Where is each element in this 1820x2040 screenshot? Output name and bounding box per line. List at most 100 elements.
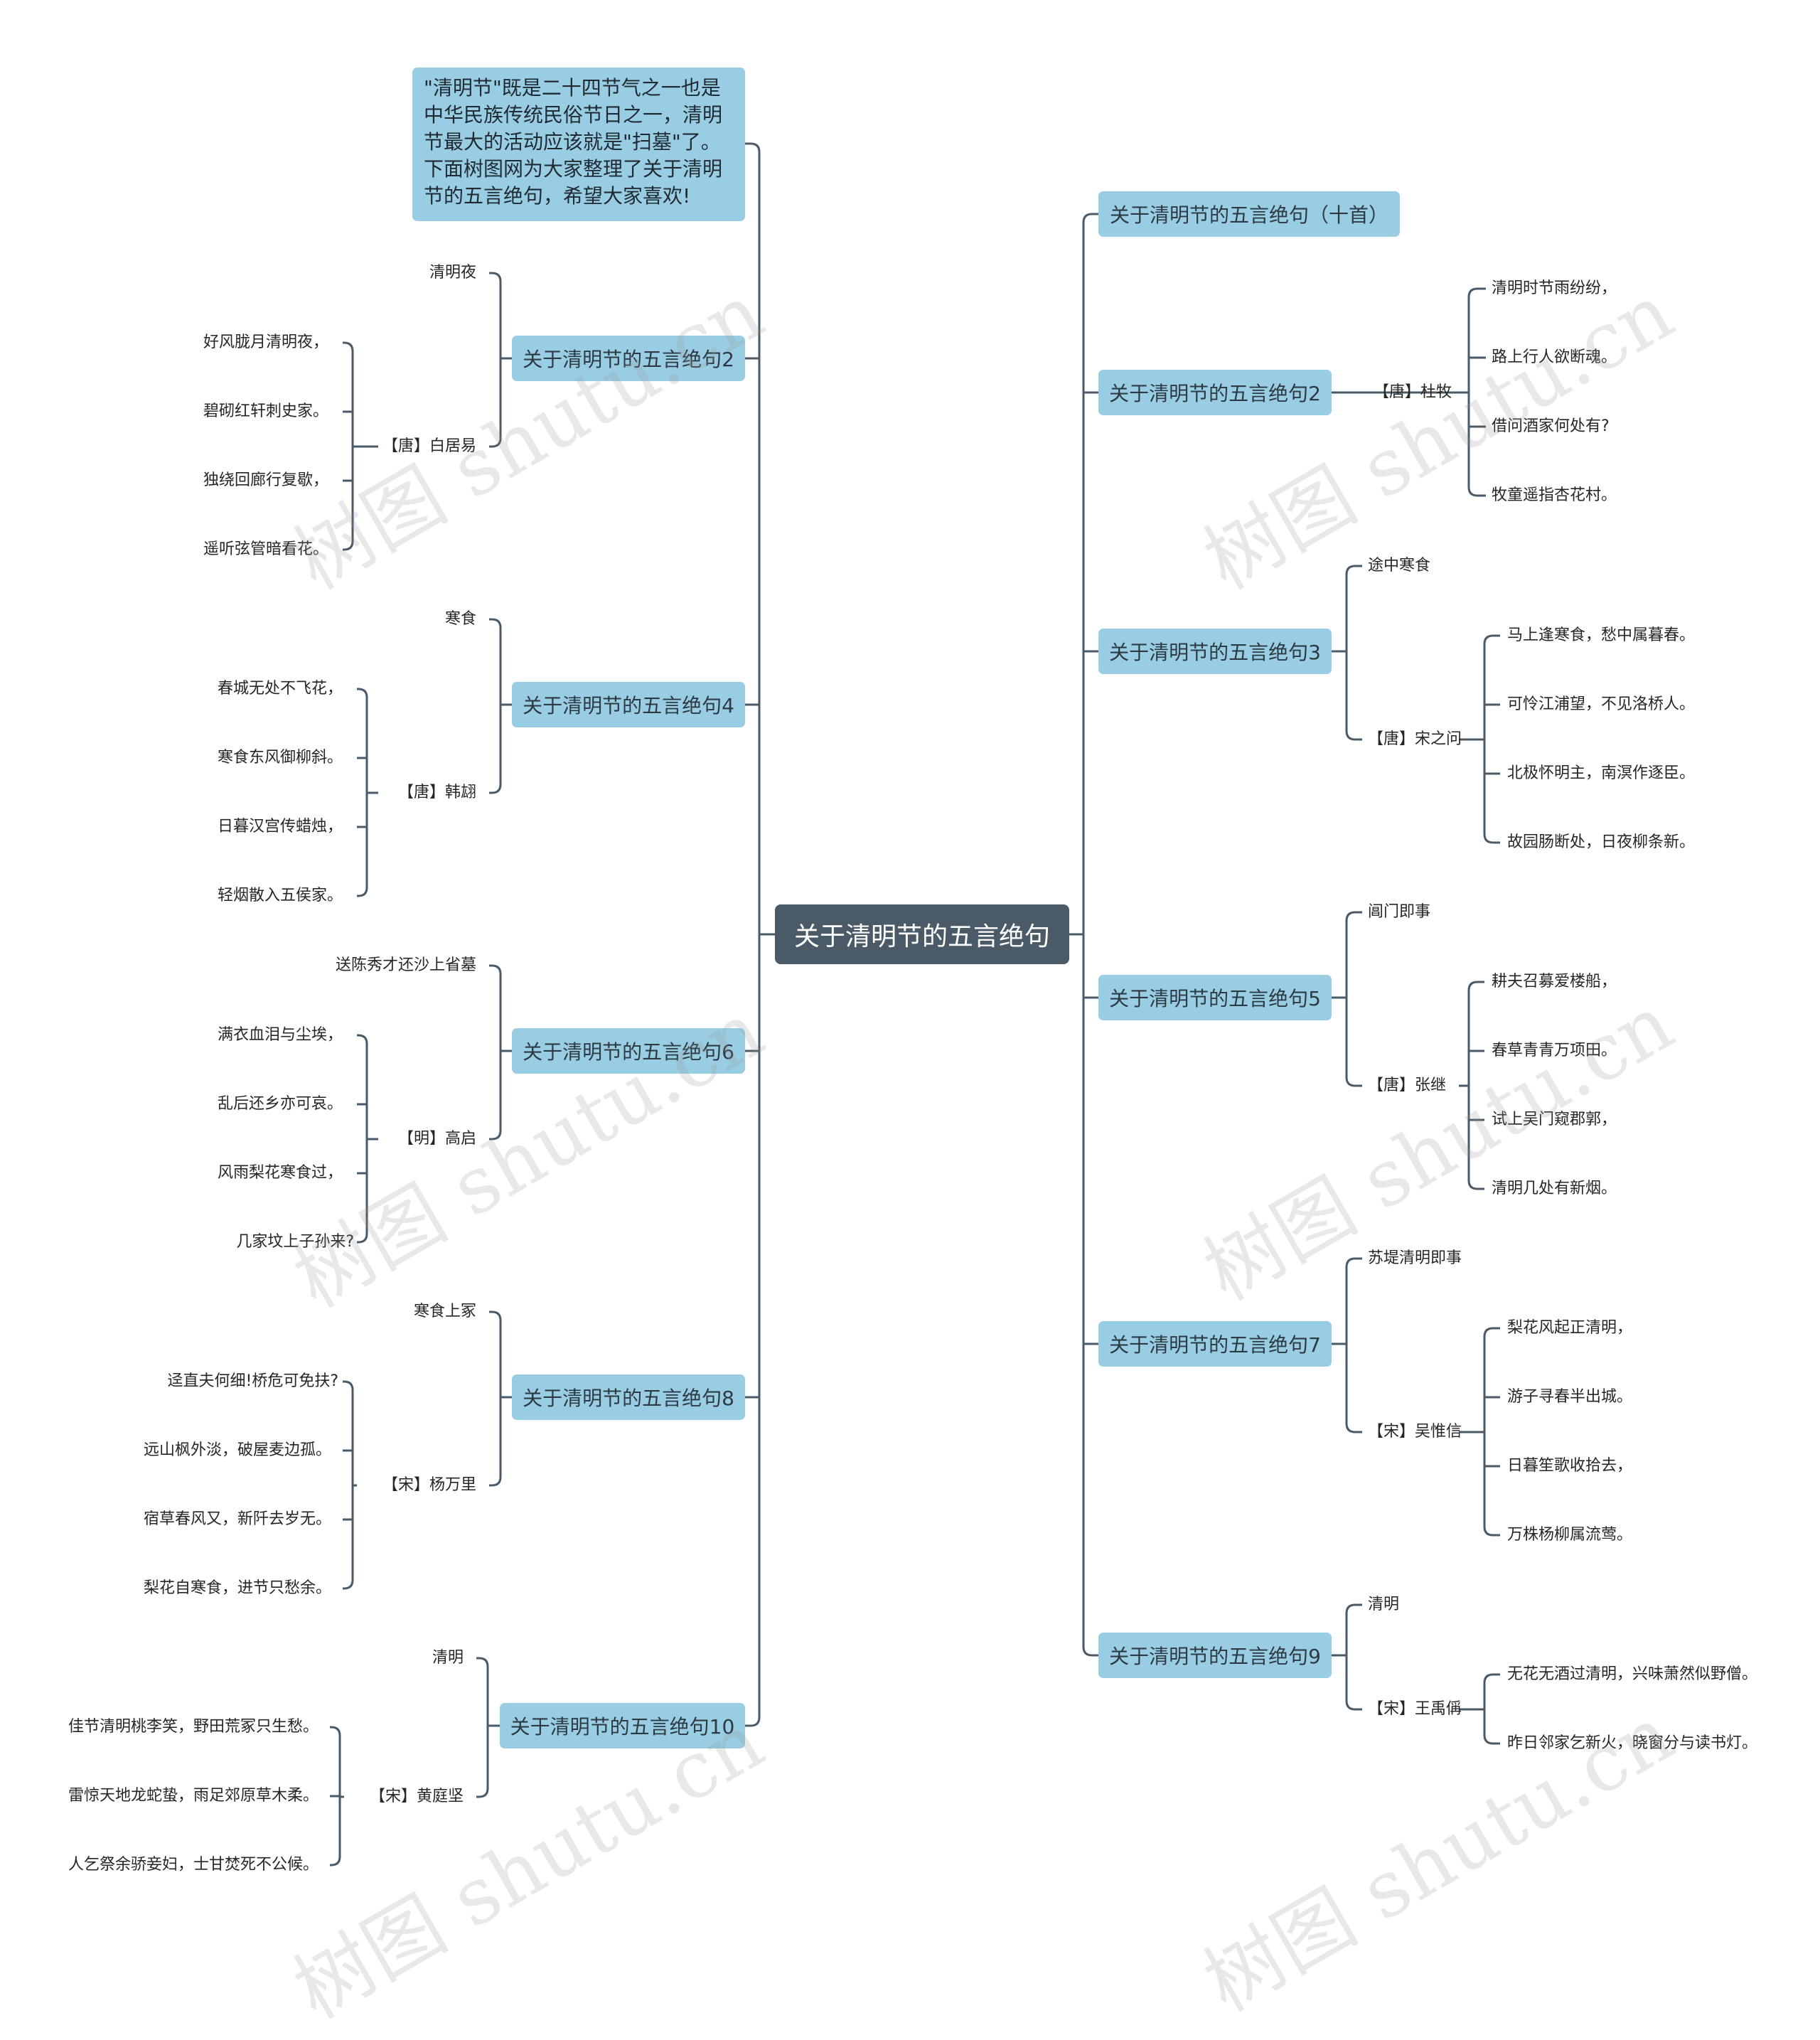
poem-author[interactable]: 【唐】韩翃: [397, 784, 476, 801]
branch-connector-right: [1345, 1603, 1362, 1614]
poem-line[interactable]: 游子寻春半出城。: [1507, 1388, 1633, 1406]
poem-author[interactable]: 【唐】张继: [1368, 1077, 1447, 1094]
branch-connector-right: [1345, 730, 1362, 741]
poem-title[interactable]: 阊门即事: [1368, 903, 1431, 921]
intro-line: 下面树图网为大家整理了关于清明: [424, 157, 723, 181]
author-connector-left: [330, 1726, 341, 1736]
poem-line[interactable]: 清明时节雨纷纷，: [1492, 279, 1617, 297]
branch-connector-right: [1345, 1077, 1362, 1087]
branch-node-right-ten[interactable]: 关于清明节的五言绝句（十首）: [1098, 191, 1400, 237]
poem-line[interactable]: 故园肠断处，日夜柳条新。: [1507, 833, 1696, 851]
author-connector-right: [1483, 1673, 1500, 1684]
poem-line[interactable]: 宿草春风又，新阡去岁无。: [143, 1510, 331, 1528]
poem-line[interactable]: 远山枫外淡，破屋麦边孤。: [143, 1441, 331, 1459]
branch-connector-left: [489, 272, 502, 282]
poem-line[interactable]: 马上逢寒食，愁中属暮春。: [1507, 626, 1696, 644]
branch-node-left-10[interactable]: 关于清明节的五言绝句10: [500, 1703, 745, 1748]
poem-author[interactable]: 【宋】黄庭坚: [369, 1788, 464, 1805]
poem-line[interactable]: 梨花自寒食，进节只愁余。: [143, 1579, 331, 1597]
author-connector-left: [343, 1579, 354, 1590]
poem-line[interactable]: 清明几处有新烟。: [1492, 1180, 1617, 1197]
poem-title[interactable]: 清明: [432, 1649, 464, 1667]
intro-line: "清明节"既是二十四节气之一也是: [424, 76, 721, 100]
branch-connector-left: [489, 784, 502, 794]
branch-connector-right: [1345, 1423, 1362, 1433]
poem-line[interactable]: 无花无酒过清明，兴味萧然似野僧。: [1507, 1665, 1758, 1683]
poem-line[interactable]: 乱后还乡亦可哀。: [217, 1095, 343, 1113]
poem-title[interactable]: 清明: [1368, 1596, 1400, 1613]
poem-line[interactable]: 借问酒家何处有?: [1492, 417, 1610, 435]
author-connector-left: [343, 1380, 354, 1391]
poem-line[interactable]: 北极怀明主，南溟作逐臣。: [1507, 764, 1696, 782]
poem-line[interactable]: 佳节清明桃李笑，野田荒冢只生愁。: [68, 1718, 318, 1736]
poem-title[interactable]: 途中寒食: [1368, 557, 1431, 575]
poem-author[interactable]: 【唐】宋之问: [1368, 730, 1462, 748]
branch-connector-left: [476, 1657, 489, 1667]
branch-connector-left: [489, 1130, 502, 1141]
poem-author[interactable]: 【明】高启: [397, 1130, 476, 1148]
poem-title[interactable]: 寒食上冢: [413, 1303, 476, 1320]
branch-connector-left: [489, 1476, 502, 1487]
poem-line[interactable]: 好风胧月清明夜，: [203, 333, 328, 351]
poem-line[interactable]: 路上行人欲断魂。: [1492, 348, 1617, 366]
branch-node-left-6[interactable]: 关于清明节的五言绝句6: [512, 1028, 745, 1074]
poem-line[interactable]: 梨花风起正清明，: [1507, 1319, 1633, 1337]
poem-line[interactable]: 牧童遥指杏花村。: [1492, 486, 1617, 504]
branch-node-right-5[interactable]: 关于清明节的五言绝句5: [1098, 975, 1332, 1020]
branch-node-right-9[interactable]: 关于清明节的五言绝句9: [1098, 1633, 1332, 1678]
intro-note[interactable]: "清明节"既是二十四节气之一也是 中华民族传统民俗节日之一，清明 节最大的活动应…: [412, 68, 745, 221]
poem-line[interactable]: 春城无处不飞花，: [217, 680, 343, 698]
author-connector-left: [357, 1034, 368, 1045]
poem-line[interactable]: 可怜江浦望，不见洛桥人。: [1507, 695, 1696, 713]
poem-line[interactable]: 轻烟散入五侯家。: [217, 887, 343, 904]
poem-author[interactable]: 【宋】吴惟信: [1368, 1423, 1462, 1441]
poem-line[interactable]: 几家坟上子孙来?: [236, 1233, 354, 1251]
intro-line: 中华民族传统民俗节日之一，清明: [424, 103, 723, 127]
poem-line[interactable]: 碧砌红轩刺史家。: [203, 402, 328, 420]
author-connector-right: [1483, 1526, 1500, 1537]
branch-connector-left: [489, 1310, 502, 1321]
poem-author[interactable]: 【唐】白居易: [382, 437, 476, 455]
poem-line[interactable]: 人乞祭余骄妾妇，士甘焚死不公候。: [68, 1856, 318, 1874]
branch-node-right-2[interactable]: 关于清明节的五言绝句2: [1098, 370, 1332, 415]
author-connector-right: [1483, 1734, 1500, 1745]
poem-line[interactable]: 寒食东风御柳斜。: [217, 749, 343, 767]
poem-line[interactable]: 昨日邻家乞新火，晓窗分与读书灯。: [1507, 1734, 1758, 1752]
poem-line[interactable]: 风雨梨花寒食过，: [217, 1164, 343, 1182]
poem-author[interactable]: 【宋】杨万里: [382, 1476, 476, 1494]
branch-node-left-2[interactable]: 关于清明节的五言绝句2: [512, 336, 745, 381]
branch-node-right-3[interactable]: 关于清明节的五言绝句3: [1098, 629, 1332, 674]
author-connector-right: [1467, 981, 1484, 991]
poem-line[interactable]: 春草青青万项田。: [1492, 1042, 1617, 1059]
author-connector-right: [1483, 634, 1500, 645]
root-connector-left: [745, 1716, 761, 1727]
poem-line[interactable]: 满衣血泪与尘埃，: [217, 1026, 343, 1044]
branch-connector-right: [1345, 1700, 1362, 1711]
poem-title[interactable]: 寒食: [444, 610, 476, 628]
poem-title[interactable]: 苏堤清明即事: [1368, 1249, 1462, 1267]
root-node[interactable]: 关于清明节的五言绝句: [775, 904, 1069, 964]
branch-node-left-8[interactable]: 关于清明节的五言绝句8: [512, 1374, 745, 1420]
branch-connector-left: [489, 437, 502, 448]
poem-line[interactable]: 迳直夫何细!桥危可免扶?: [167, 1372, 339, 1390]
author-connector-left: [330, 1856, 341, 1867]
poem-author[interactable]: 【宋】王禹偁: [1368, 1700, 1462, 1718]
poem-line[interactable]: 耕夫召募爱楼船，: [1492, 973, 1617, 990]
poem-title[interactable]: 清明夜: [429, 264, 476, 282]
branch-node-left-4[interactable]: 关于清明节的五言绝句4: [512, 682, 745, 727]
connector-lines: [330, 142, 1500, 1867]
branch-connector-right: [1345, 1257, 1362, 1268]
mind-map: 关于清明节的五言绝句 "清明节"既是二十四节气之一也是 中华民族传统民俗节日之一…: [68, 68, 1758, 2036]
author-connector-left: [357, 887, 368, 897]
poem-author[interactable]: 【唐】杜牧: [1374, 383, 1452, 401]
poem-line[interactable]: 独绕回廊行复歇，: [203, 471, 328, 489]
poem-line[interactable]: 万株杨柳属流莺。: [1507, 1526, 1633, 1544]
poem-line[interactable]: 遥听弦管暗看花。: [203, 540, 328, 558]
branch-node-right-7[interactable]: 关于清明节的五言绝句7: [1098, 1321, 1332, 1367]
poem-title[interactable]: 送陈秀才还沙上省墓: [335, 956, 476, 974]
root-connector-right: [1082, 1646, 1098, 1657]
poem-line[interactable]: 日暮汉宫传蜡烛，: [217, 818, 343, 835]
poem-line[interactable]: 雷惊天地龙蛇蛰，雨足郊原草木柔。: [68, 1787, 318, 1805]
poem-line[interactable]: 试上吴门窥郡郭，: [1492, 1111, 1617, 1128]
poem-line[interactable]: 日暮笙歌收拾去，: [1507, 1457, 1633, 1475]
